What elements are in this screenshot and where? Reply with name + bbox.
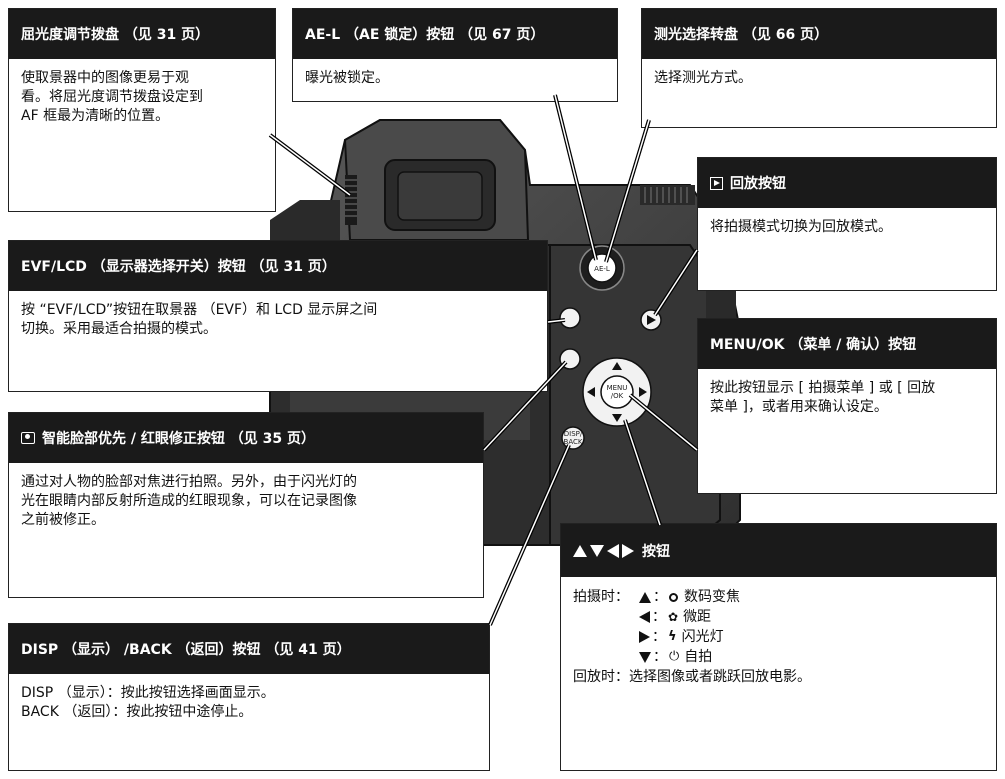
lightning-icon: ϟ xyxy=(668,629,677,644)
face-detect-callout: 智能脸部优先 / 红眼修正按钮 （见 35 页） 通过对人物的脸部对焦进行拍照。… xyxy=(8,412,484,598)
menu-ok-callout-title: MENU/OK （菜单 / 确认）按钮 xyxy=(698,319,996,369)
playback-callout-title: 回放按钮 xyxy=(730,176,786,192)
evf-lcd-callout-title: EVF/LCD （显示器选择开关）按钮 （见 31 页） xyxy=(9,241,547,291)
ae-lock-callout-body: 曝光被锁定。 xyxy=(305,70,389,86)
arrows-callout: 按钮 拍摄时： ： 数码变焦 ： ✿ 微距 ： ϟ 闪光灯 ： ⏻ 自拍 回放时… xyxy=(560,523,997,771)
metering-callout: 测光选择转盘 （见 66 页） 选择测光方式。 xyxy=(641,8,997,128)
disp-back-callout-title: DISP （显示） /BACK （返回）按钮 （见 41 页） xyxy=(9,624,489,674)
left-arrow-icon xyxy=(639,611,650,623)
tulip-icon: ✿ xyxy=(668,610,679,624)
menu-ok-callout: MENU/OK （菜单 / 确认）按钮 按此按钮显示 [ 拍摄菜单 ] 或 [ … xyxy=(697,318,997,494)
playback-icon xyxy=(710,176,723,190)
diopter-callout: 屈光度调节拨盘 （见 31 页） 使取景器中的图像更易于观 看。将屈光度调节拨盘… xyxy=(8,8,276,212)
menu-ok-callout-body: 按此按钮显示 [ 拍摄菜单 ] 或 [ 回放 菜单 ]，或者用来确认设定。 xyxy=(710,380,936,415)
metering-callout-body: 选择测光方式。 xyxy=(654,70,752,86)
face-detect-callout-title: 智能脸部优先 / 红眼修正按钮 （见 35 页） xyxy=(42,431,315,447)
face-detect-callout-body: 通过对人物的脸部对焦进行拍照。另外，由于闪光灯的 光在眼睛内部反射所造成的红眼现… xyxy=(21,474,357,528)
self-timer-icon: ⏻ xyxy=(669,649,680,664)
disp-back-button-label: DISP/BACK xyxy=(564,430,583,446)
metering-callout-title: 测光选择转盘 （见 66 页） xyxy=(642,9,996,59)
right-arrow-icon xyxy=(639,631,650,643)
flash-label: 闪光灯 xyxy=(681,629,724,645)
ae-lock-callout: AE-L （AE 锁定）按钮 （见 67 页） 曝光被锁定。 xyxy=(292,8,618,102)
ae-lock-callout-title: AE-L （AE 锁定）按钮 （见 67 页） xyxy=(293,9,617,59)
playback-callout: 回放按钮 将拍摄模式切换为回放模式。 xyxy=(697,157,997,291)
playback-callout-body: 将拍摄模式切换为回放模式。 xyxy=(710,219,892,235)
four-direction-arrows-icon xyxy=(573,543,634,558)
diopter-callout-body: 使取景器中的图像更易于观 看。将屈光度调节拨盘设定到 AF 框最为清晰的位置。 xyxy=(21,70,203,124)
up-arrow-icon xyxy=(639,591,651,603)
zoom-label: 数码变焦 xyxy=(684,589,740,605)
magnifier-icon xyxy=(669,592,678,602)
disp-back-callout: DISP （显示） /BACK （返回）按钮 （见 41 页） DISP （显示… xyxy=(8,623,490,771)
shooting-label: 拍摄时： xyxy=(573,589,629,605)
playback-line: 回放时：选择图像或者跳跃回放电影。 xyxy=(573,669,811,685)
menu-ok-button-label: MENU/OK xyxy=(607,384,628,400)
ae-l-button-label: AE-L xyxy=(594,265,610,273)
down-arrow-icon xyxy=(639,651,651,663)
evf-lcd-callout-body: 按 “EVF/LCD”按钮在取景器 （EVF）和 LCD 显示屏之间 切换。采用… xyxy=(21,302,378,337)
disp-back-callout-body: DISP （显示）：按此按钮选择画面显示。 BACK （返回）：按此按钮中途停止… xyxy=(21,685,275,720)
macro-label: 微距 xyxy=(683,609,712,625)
arrows-callout-title: 按钮 xyxy=(642,543,670,560)
diopter-callout-title: 屈光度调节拨盘 （见 31 页） xyxy=(9,9,275,59)
evf-lcd-callout: EVF/LCD （显示器选择开关）按钮 （见 31 页） 按 “EVF/LCD”… xyxy=(8,240,548,392)
timer-label: 自拍 xyxy=(684,649,713,665)
face-detection-icon xyxy=(21,432,35,444)
